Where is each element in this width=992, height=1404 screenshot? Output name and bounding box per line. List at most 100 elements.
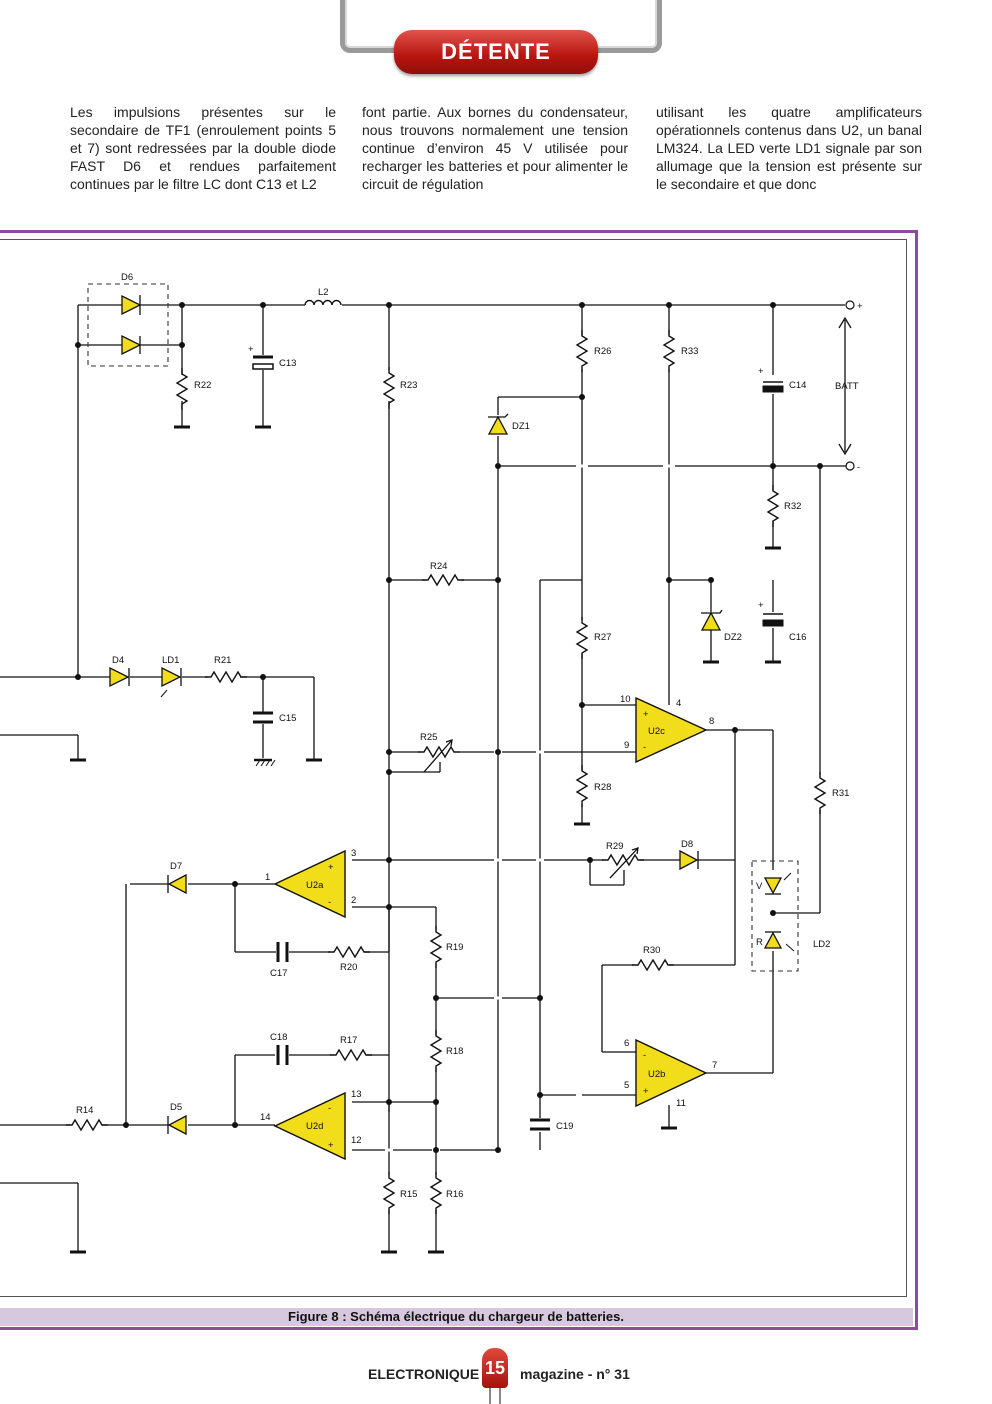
- label-u2d: U2d: [306, 1121, 323, 1132]
- resistors: [65, 329, 826, 1215]
- label-r16: R16: [446, 1189, 463, 1200]
- label-r32: R32: [784, 501, 801, 512]
- ground-hatch: [255, 759, 276, 767]
- u2b-plus: +: [643, 1086, 649, 1097]
- label-r24: R24: [430, 561, 447, 572]
- label-r17: R17: [340, 1035, 357, 1046]
- pot-arrows: [423, 739, 639, 879]
- label-d8: D8: [681, 839, 693, 850]
- label-d6: D6: [121, 272, 133, 283]
- pin-7: 7: [712, 1060, 717, 1071]
- magazine-title-left: ELECTRONIQUE: [368, 1366, 480, 1382]
- pin-10: 10: [620, 694, 631, 705]
- label-l2: L2: [318, 287, 329, 298]
- label-c18: C18: [270, 1032, 287, 1043]
- label-r31: R31: [832, 788, 849, 799]
- u2a-plus: +: [328, 862, 334, 873]
- figure-inner-border: [0, 239, 907, 1297]
- text-column-3: utilisant les quatre amplificateurs opér…: [656, 104, 922, 192]
- label-r27: R27: [594, 632, 611, 643]
- junction-dots: [75, 302, 823, 1153]
- label-r21: R21: [214, 655, 231, 666]
- label-u2c: U2c: [648, 726, 665, 737]
- label-r33: R33: [681, 346, 698, 357]
- pin-8: 8: [709, 716, 714, 727]
- pin-5: 5: [624, 1080, 629, 1091]
- pin-3: 3: [351, 848, 356, 859]
- d6-package: [87, 283, 169, 367]
- pin-12: 12: [351, 1135, 362, 1146]
- label-ld1: LD1: [162, 655, 179, 666]
- label-r19: R19: [446, 942, 463, 953]
- label-led-v: V: [756, 881, 763, 892]
- magazine-logo: 15: [482, 1348, 508, 1388]
- text-column-1: Les impulsions présentes sur le secondai…: [70, 104, 336, 192]
- label-led-r: R: [756, 937, 763, 948]
- label-batt-plus: +: [857, 301, 863, 312]
- pin-4: 4: [676, 698, 681, 709]
- u2c-minus: -: [643, 742, 646, 753]
- schematic-wires: [0, 304, 852, 1254]
- pin-1: 1: [265, 872, 270, 883]
- pin-11: 11: [676, 1098, 686, 1109]
- label-r30: R30: [643, 945, 660, 956]
- label-batt: BATT: [835, 381, 859, 392]
- u2b-minus: -: [643, 1050, 646, 1061]
- figure-caption: Figure 8 : Schéma électrique du chargeur…: [0, 1308, 913, 1326]
- label-r18: R18: [446, 1046, 463, 1057]
- label-r23: R23: [400, 380, 417, 391]
- label-dz2: DZ2: [724, 632, 742, 643]
- label-d7: D7: [170, 861, 182, 872]
- diodes: [109, 294, 783, 1136]
- pin-2: 2: [351, 895, 356, 906]
- pin-6: 6: [624, 1038, 629, 1049]
- label-c19: C19: [556, 1121, 573, 1132]
- label-c17: C17: [270, 968, 287, 979]
- page-footer: ELECTRONIQUE 15 magazine - n° 31: [0, 1346, 992, 1404]
- u2d-minus: -: [328, 1103, 331, 1114]
- magazine-title-right: magazine - n° 31: [520, 1366, 630, 1382]
- label-dz1: DZ1: [512, 421, 530, 432]
- pin-9: 9: [624, 740, 629, 751]
- label-batt-minus: -: [857, 462, 860, 473]
- op-amps: [273, 696, 708, 1161]
- figure-frame: Figure 8 : Schéma électrique du chargeur…: [0, 230, 918, 1330]
- u2a-minus: -: [328, 897, 331, 908]
- section-badge: DÉTENTE: [394, 30, 598, 74]
- logo-leg-icon: [489, 1388, 491, 1404]
- label-u2a: U2a: [306, 880, 324, 891]
- u2d-plus: +: [328, 1140, 334, 1151]
- led-rays: [160, 689, 795, 952]
- label-c16-plus: +: [758, 600, 764, 611]
- ld2-package: [751, 860, 799, 972]
- pin-13: 13: [351, 1089, 362, 1100]
- logo-leg-icon: [499, 1388, 501, 1404]
- label-r15: R15: [400, 1189, 417, 1200]
- label-r25: R25: [420, 732, 437, 743]
- label-c14-plus: +: [758, 366, 764, 377]
- label-c13: C13: [279, 358, 296, 369]
- u2c-plus: +: [643, 709, 649, 720]
- component-labels: D6 L2 + C13 R22 R23 R26 R33 + C14 BATT +…: [76, 272, 863, 1200]
- label-c15: C15: [279, 713, 296, 724]
- label-c13-plus: +: [248, 344, 254, 355]
- label-d4: D4: [112, 655, 124, 666]
- text-column-2: font partie. Aux bornes du condensateur,…: [362, 104, 628, 192]
- label-u2b: U2b: [648, 1069, 665, 1080]
- label-ld2: LD2: [813, 939, 830, 950]
- label-r28: R28: [594, 782, 611, 793]
- label-r22: R22: [194, 380, 211, 391]
- label-r26: R26: [594, 346, 611, 357]
- label-r29: R29: [606, 841, 623, 852]
- label-c14: C14: [789, 380, 806, 391]
- inductor-l2: [304, 299, 342, 306]
- label-c16: C16: [789, 632, 806, 643]
- capacitors: [252, 355, 784, 1131]
- label-r14: R14: [76, 1105, 93, 1116]
- wire-crossings: [385, 464, 675, 1152]
- label-r20: R20: [340, 962, 357, 973]
- pin-14: 14: [260, 1112, 271, 1123]
- label-d5: D5: [170, 1102, 182, 1113]
- battery-terminals: [845, 300, 855, 471]
